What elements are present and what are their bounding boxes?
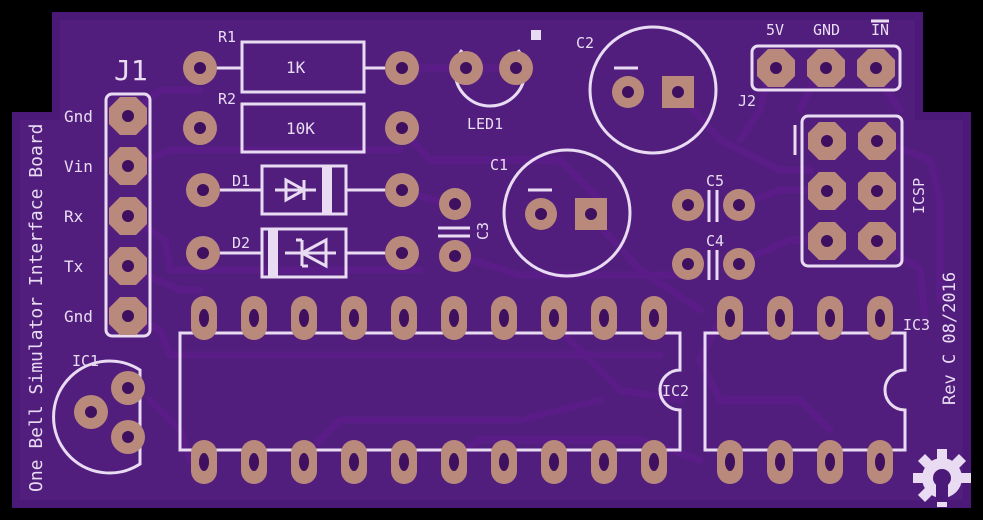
r2-label: R2: [218, 90, 236, 108]
j1-pad: [109, 247, 147, 285]
board-title: One Bell Simulator Interface Board: [26, 124, 47, 492]
j1-pin-label-5: Gnd: [64, 307, 93, 326]
j1-pad: [109, 197, 147, 235]
r2-value: 10K: [286, 119, 315, 138]
r1-label: R1: [218, 28, 236, 46]
c4-capacitor: C4: [672, 232, 755, 280]
j2-pad: [757, 49, 795, 87]
ic2-dip: IC2: [178, 296, 689, 484]
ic1-regulator: IC1: [52, 352, 145, 475]
ic1-label: IC1: [72, 352, 99, 370]
c1-label: C1: [490, 156, 508, 174]
ic3-dip: IC3: [703, 296, 930, 484]
ic2-pad: [391, 296, 417, 340]
ic3-pad: [717, 440, 743, 484]
r1-value: 1K: [286, 58, 306, 77]
c5-capacitor: C5: [672, 172, 755, 222]
j1-header: J1 Gnd Vin Rx Tx Gnd: [64, 54, 152, 338]
ic3-pad: [867, 440, 893, 484]
gear-icon: [913, 449, 971, 507]
ic2-pad: [241, 440, 267, 484]
ic3-pad: [767, 296, 793, 340]
ic3-pad: [817, 440, 843, 484]
ic2-pad: [441, 440, 467, 484]
j2-pin-label-1: 5V: [766, 21, 784, 39]
icsp-header: ICSP: [793, 114, 928, 268]
ic2-pad: [441, 296, 467, 340]
led1-label: LED1: [467, 115, 503, 133]
ic3-pad: [767, 440, 793, 484]
ic2-pad: [191, 440, 217, 484]
c3-capacitor: C3: [438, 188, 492, 272]
ic2-pad: [391, 440, 417, 484]
j2-pin-label-3: IN: [871, 21, 889, 39]
d2-zener-diode: D2: [186, 227, 419, 279]
board-revision: Rev C 08/2016: [940, 272, 960, 405]
d2-label: D2: [232, 234, 250, 252]
ic2-pad: [341, 440, 367, 484]
ic2-pad: [291, 440, 317, 484]
j1-pin-label-4: Tx: [64, 257, 84, 276]
j1-pin-label-3: Rx: [64, 207, 84, 226]
c2-capacitor: C2: [576, 25, 718, 155]
icsp-pad: [808, 172, 846, 210]
icsp-pad: [858, 122, 896, 160]
j1-pin-label-2: Vin: [64, 157, 93, 176]
ic2-pad: [341, 296, 367, 340]
icsp-label: ICSP: [910, 178, 928, 214]
ic2-pad: [541, 440, 567, 484]
ic2-pad: [191, 296, 217, 340]
j1-pad: [109, 97, 147, 135]
ic2-pad: [641, 296, 667, 340]
j2-pad: [807, 49, 845, 87]
c2-label: C2: [576, 34, 594, 52]
j1-pad: [109, 297, 147, 335]
ic3-pad: [817, 296, 843, 340]
ic2-pad: [491, 296, 517, 340]
j2-pin-label-2: GND: [813, 21, 840, 39]
icsp-pad: [808, 222, 846, 260]
ic2-pad: [241, 296, 267, 340]
j2-header: 5V GND IN J2: [738, 19, 902, 110]
c1-capacitor: C1: [490, 148, 632, 278]
j1-label: J1: [114, 54, 148, 87]
ic2-pad: [291, 296, 317, 340]
ic2-pad: [591, 440, 617, 484]
c3-label: C3: [474, 222, 492, 240]
led1: LED1: [449, 30, 541, 133]
ic3-pad: [867, 296, 893, 340]
ic2-pad: [491, 440, 517, 484]
j2-pad: [857, 49, 895, 87]
c5-label: C5: [706, 172, 724, 190]
ic2-label: IC2: [662, 382, 689, 400]
ic2-pad: [591, 296, 617, 340]
ic3-pad: [717, 296, 743, 340]
j1-pad: [109, 147, 147, 185]
d1-diode: D1: [186, 164, 419, 216]
d1-label: D1: [232, 172, 250, 190]
r2-resistor: R2 10K: [183, 90, 419, 154]
c4-label: C4: [706, 232, 724, 250]
j1-pin-label-1: Gnd: [64, 107, 93, 126]
ic3-label: IC3: [903, 316, 930, 334]
ic2-pad: [641, 440, 667, 484]
r1-resistor: R1 1K: [183, 28, 419, 94]
icsp-pad: [808, 122, 846, 160]
icsp-pad: [858, 172, 896, 210]
icsp-pad: [858, 222, 896, 260]
ic2-pad: [541, 296, 567, 340]
j2-label: J2: [738, 92, 756, 110]
